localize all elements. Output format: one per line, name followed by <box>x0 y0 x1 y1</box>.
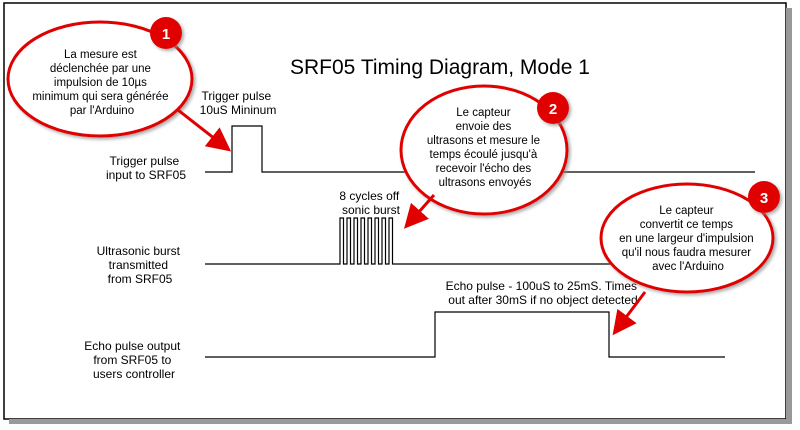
callout-3-arrow <box>612 291 647 336</box>
callout-2-arrow <box>404 194 436 229</box>
callout-2: Le capteur envoie des ultrasons et mesur… <box>399 84 569 229</box>
burst-waveform <box>205 217 755 265</box>
callout-1-badge <box>150 17 182 49</box>
callout-1-bubble <box>6 20 194 138</box>
diagram-title: SRF05 Timing Diagram, Mode 1 <box>290 56 590 79</box>
trigger-signal-label: Trigger pulse input to SRF05 <box>106 154 186 182</box>
callout-2-bubble <box>399 84 569 216</box>
burst-signal-label: Ultrasonic burst transmitted from SRF05 <box>97 244 184 286</box>
callout-3-badge <box>748 181 780 213</box>
callout-2-number: 2 <box>549 101 557 118</box>
callout-3-bubble <box>599 182 775 294</box>
echo-signal-label: Echo pulse output from SRF05 to users co… <box>84 339 183 381</box>
callout-2-text: Le capteur envoie des ultrasons et mesur… <box>427 107 543 189</box>
callout-1: La mesure est déclenchée par une impulsi… <box>6 17 232 152</box>
frame-shadow <box>786 8 792 422</box>
callout-2-badge <box>537 92 569 124</box>
echo-note-label: Echo pulse - 100uS to 25mS. Times out af… <box>446 279 641 307</box>
burst-note-label: 8 cycles off sonic burst <box>339 189 402 217</box>
callout-3-number: 3 <box>760 190 768 207</box>
callout-3: Le capteur convertit ce temps en une lar… <box>599 181 780 336</box>
frame-shadow-bottom <box>9 419 792 424</box>
callout-3-text: Le capteur convertit ce temps en une lar… <box>619 205 757 273</box>
trigger-pulse-label: Trigger pulse 10uS Mininum <box>200 89 277 117</box>
callout-1-arrow <box>177 108 232 152</box>
callout-1-text: La mesure est déclenchée par une impulsi… <box>32 49 171 117</box>
echo-waveform <box>205 311 725 358</box>
callout-1-number: 1 <box>162 26 170 43</box>
trigger-waveform <box>205 125 755 173</box>
